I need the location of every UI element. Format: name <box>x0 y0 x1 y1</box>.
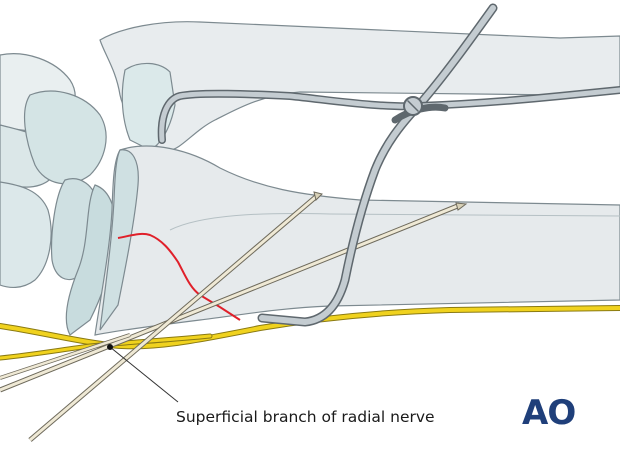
k-wires <box>0 191 468 442</box>
carpal-bones <box>0 53 117 336</box>
upper-bone <box>99 21 620 151</box>
reduction-clamp <box>157 3 620 327</box>
ao-logo: AO <box>522 393 576 433</box>
radial-nerve <box>0 305 620 361</box>
fracture-line <box>117 232 241 321</box>
nerve-label: Superficial branch of radial nerve <box>176 408 435 426</box>
nerve-callout <box>107 344 179 403</box>
